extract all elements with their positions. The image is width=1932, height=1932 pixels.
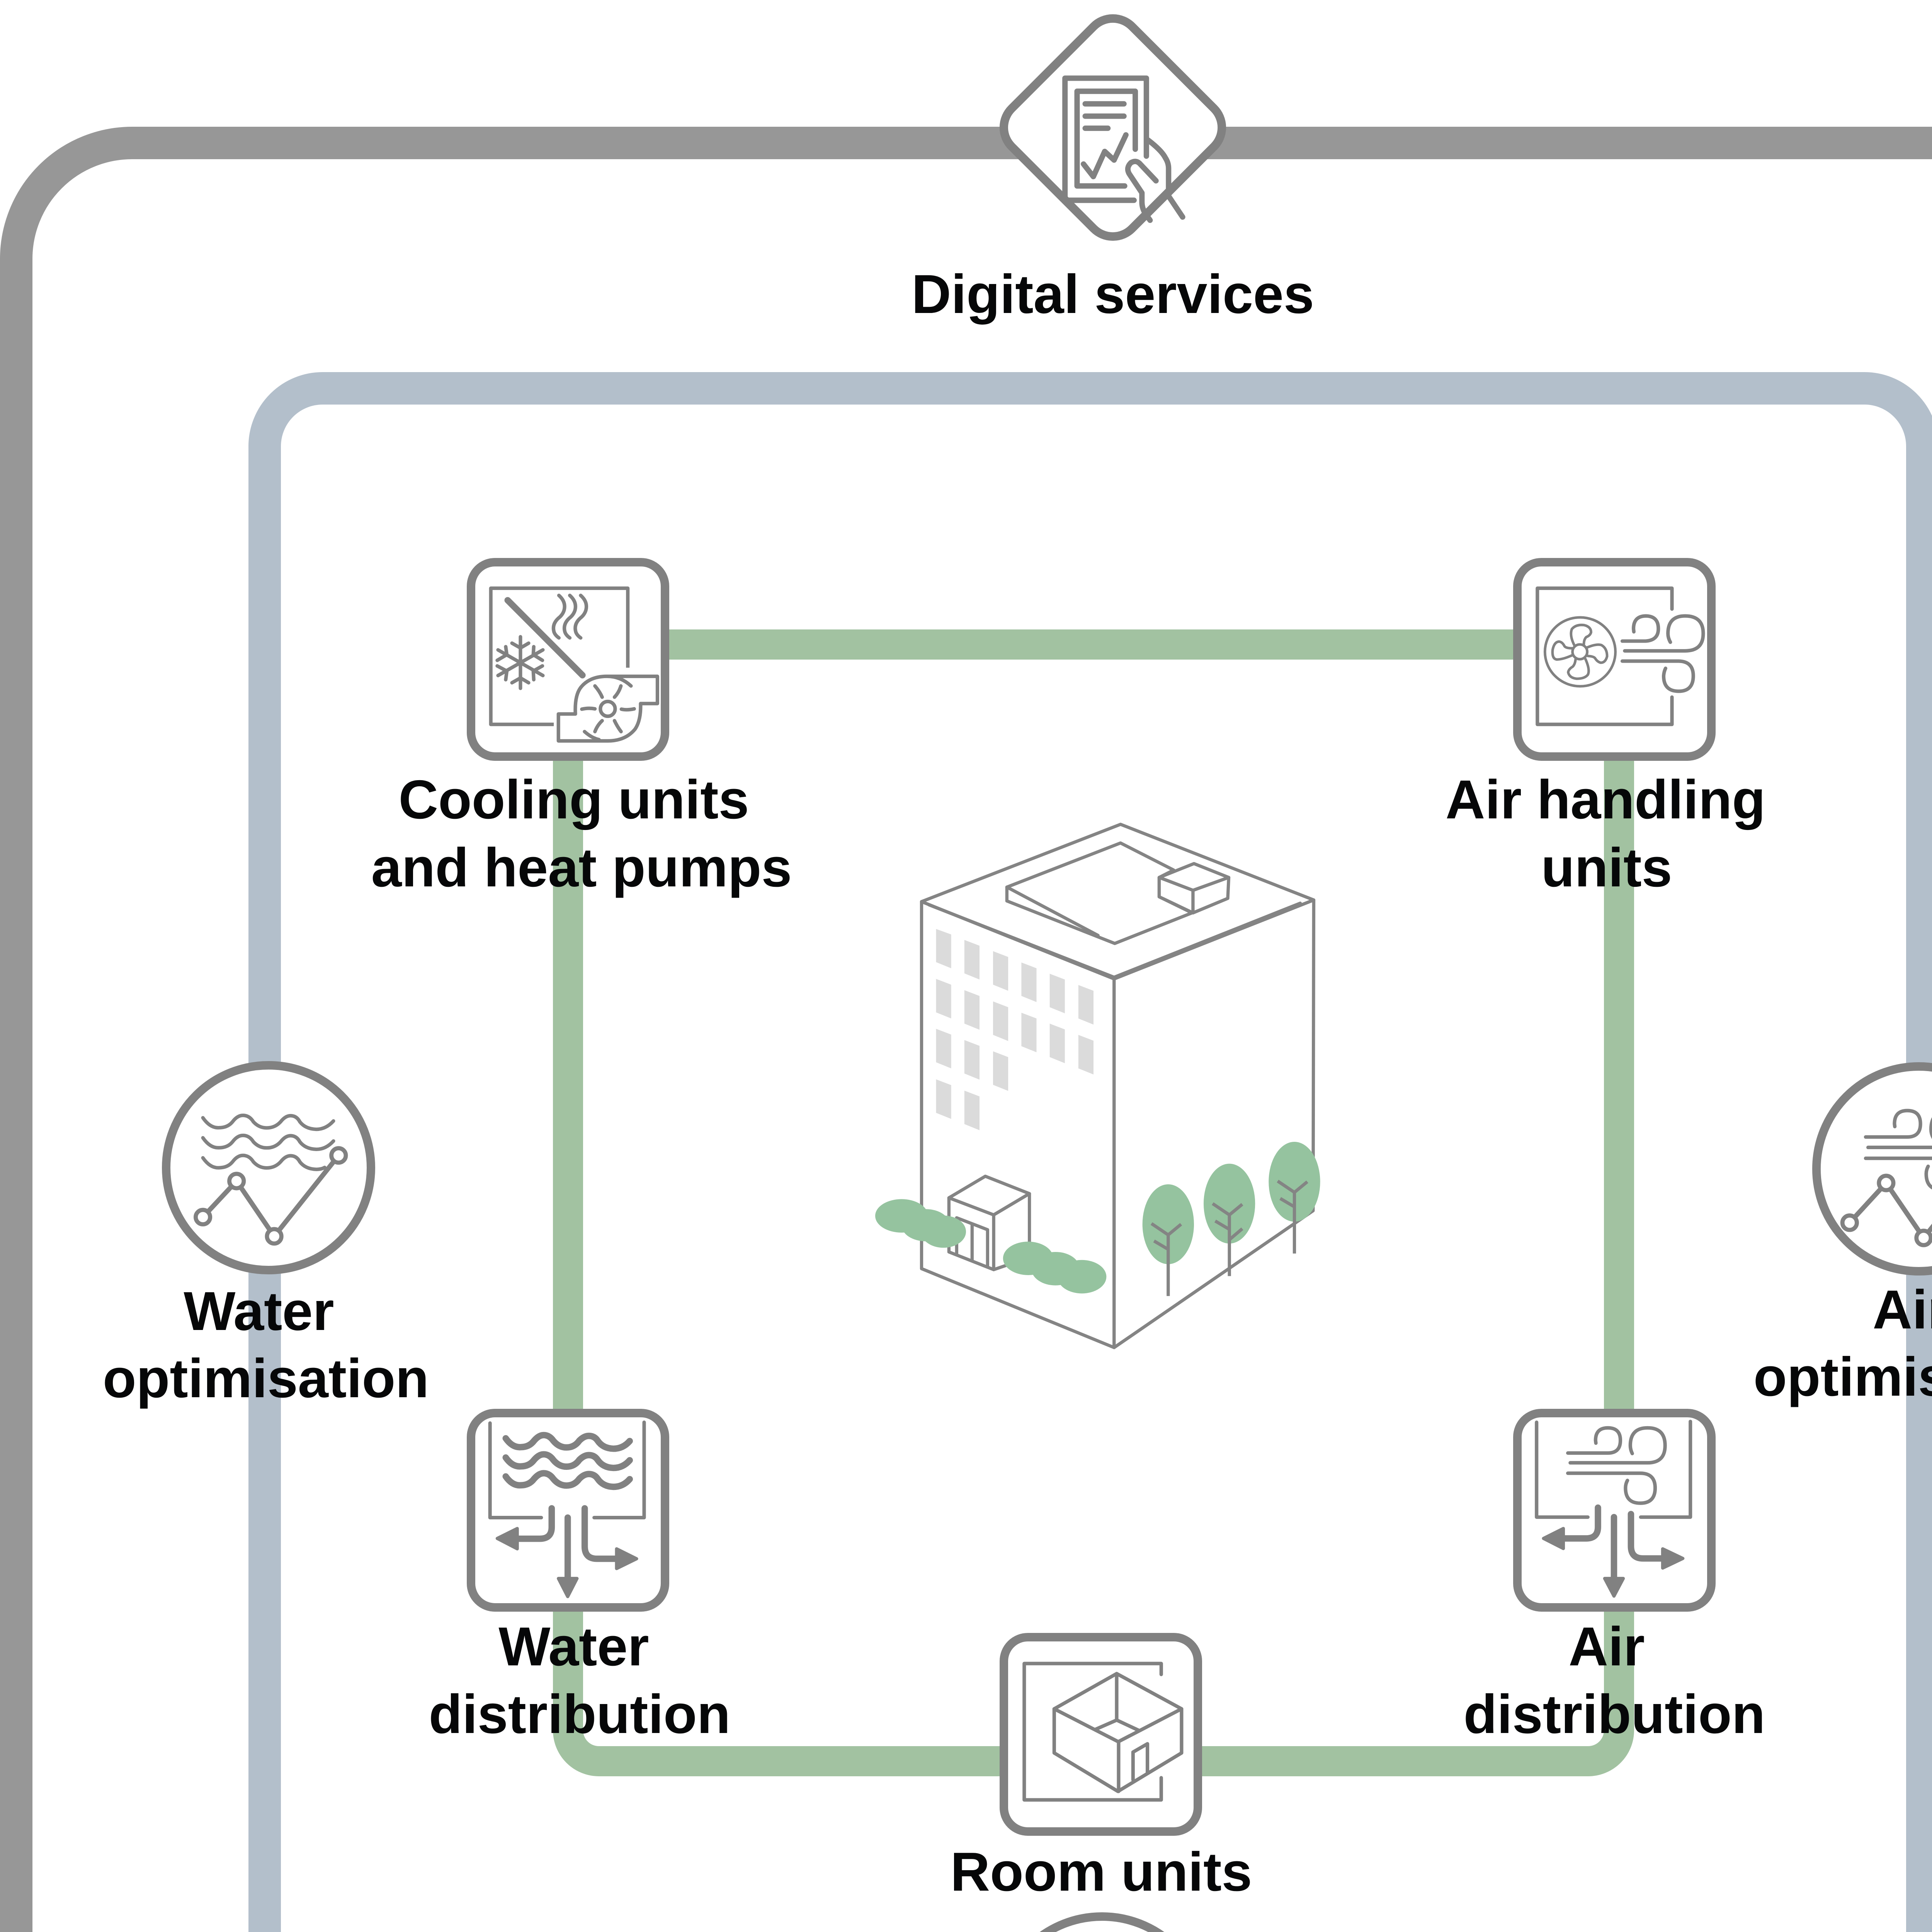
wind-chart-icon [1840,1109,1932,1247]
air-handling-units-label-line1: Air handling [1446,769,1765,830]
water-waves-chart-icon [194,1114,348,1246]
water-optimisation-label-line1: Water [184,1281,334,1342]
node-air-handling-units[interactable]: Air handling units [1446,558,1765,898]
node-room-units[interactable]: Room units [951,1633,1252,1903]
digital-services-diamond [999,14,1226,241]
trees [1142,1141,1320,1296]
office-building-icon [875,823,1320,1349]
water-optimisation-label-line2: optimisation [103,1348,429,1409]
air-optimisation-circle [1812,1062,1932,1276]
node-water-optimisation[interactable]: Water optimisation [103,1061,429,1409]
wise-circle [1039,1912,1165,1932]
node-air-distribution[interactable]: Air distribution [1464,1409,1765,1745]
water-distribution-label-line1: Water [498,1616,649,1677]
cooling-units-label-line2: and heat pumps [371,837,792,898]
air-optimisation-label-line1: Air [1872,1279,1932,1340]
node-cooling-units[interactable]: Cooling units and heat pumps [371,558,792,898]
air-distribution-label-line1: Air [1568,1616,1645,1677]
water-distribution-label-line2: distribution [429,1684,731,1745]
digital-services-node[interactable]: Digital services [912,7,1314,325]
cooling-units-label-line1: Cooling units [398,769,749,830]
digital-services-label: Digital services [912,264,1314,325]
room-box-icon [1022,1662,1184,1802]
building-windows [936,929,1094,1130]
node-air-optimisation[interactable]: Air optimisation [1753,1062,1932,1408]
room-units-label: Room units [951,1841,1252,1903]
node-water-distribution[interactable]: Water distribution [429,1409,731,1745]
air-optimisation-label-line2: optimisation [1753,1346,1932,1408]
wind-arrows-icon [1535,1420,1692,1598]
document-chart-hand-icon [1062,75,1185,223]
fan-blower-icon [556,674,659,743]
air-distribution-label-line2: distribution [1464,1684,1765,1745]
snowflake-heat-fan-icon [489,586,659,743]
node-wise[interactable]: WISE [983,1912,1230,1932]
water-arrows-icon [488,1420,646,1599]
air-handling-units-label-line2: units [1541,837,1672,898]
fan-wind-icon [1536,586,1705,726]
bushes [875,1199,1107,1294]
snowflake-icon [495,635,545,690]
